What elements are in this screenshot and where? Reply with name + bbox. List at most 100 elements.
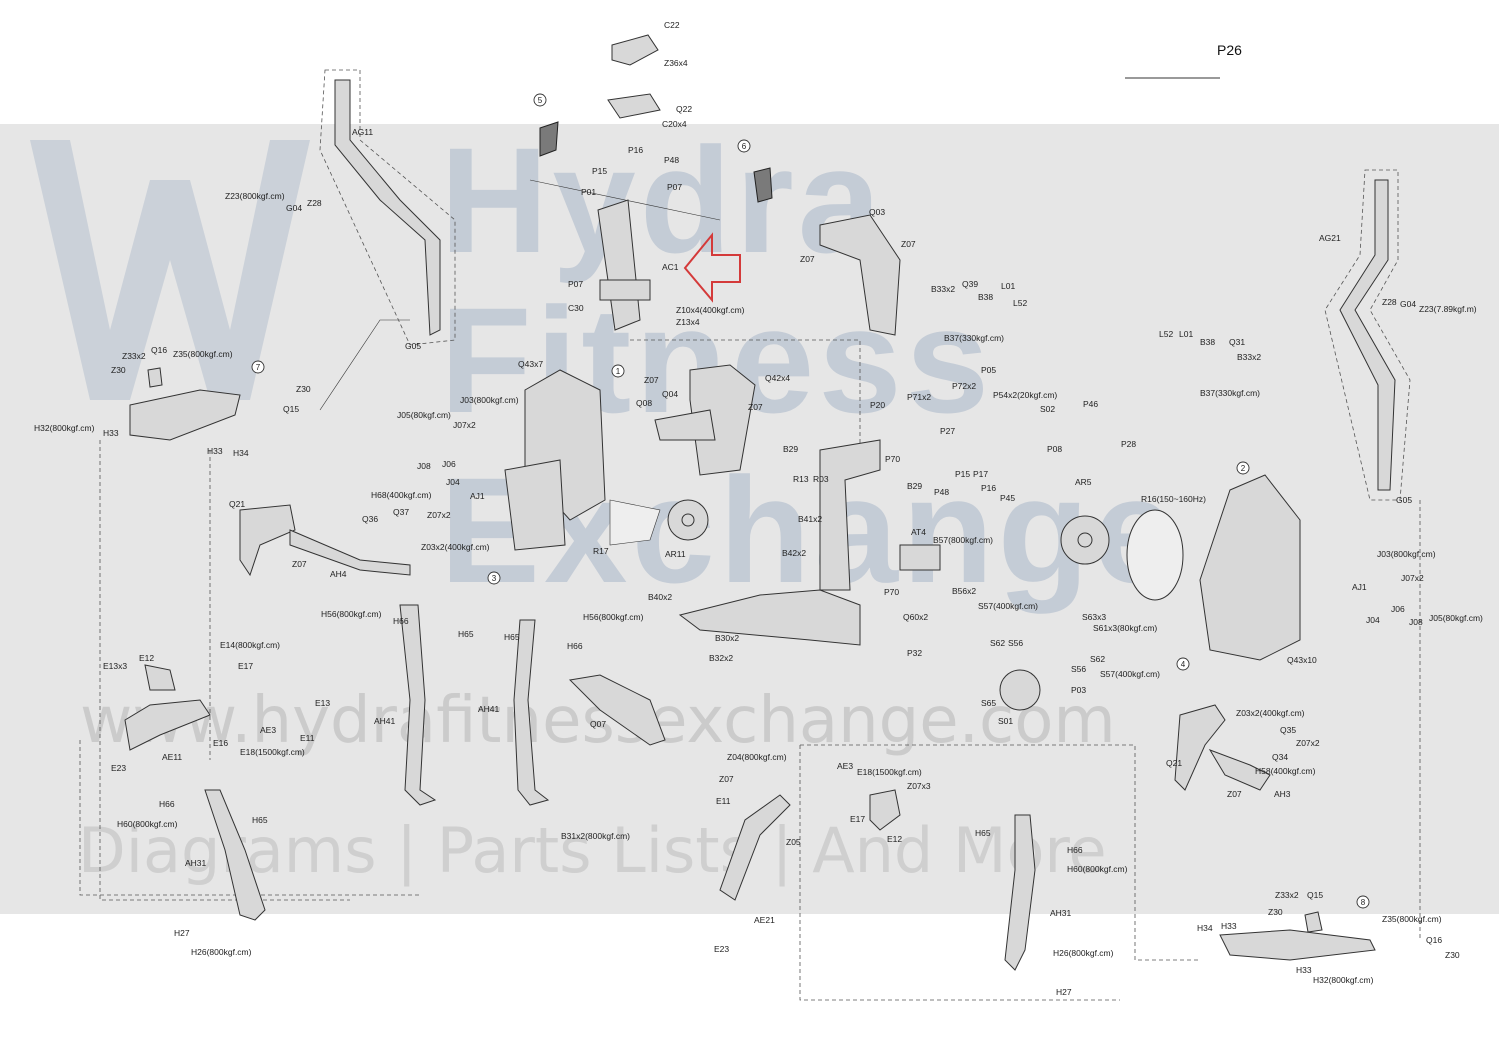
part-label-b33x2a: B33x2 <box>931 284 955 294</box>
part-label-b33x2b: B33x2 <box>1237 352 1261 362</box>
part-label-z07e: Z07 <box>292 559 307 569</box>
part-label-s57a: S57(400kgf.cm) <box>978 601 1038 611</box>
part-label-h66c: H66 <box>159 799 175 809</box>
flywheel-right <box>999 509 1184 711</box>
part-label-z33x2a: Z33x2 <box>122 351 146 361</box>
part-label-b30x2: B30x2 <box>715 633 739 643</box>
part-label-c20x4: C20x4 <box>662 119 687 129</box>
part-label-p05: P05 <box>981 365 996 375</box>
part-label-z30b: Z30 <box>296 384 311 394</box>
part-label-h65a: H65 <box>458 629 474 639</box>
part-label-p48: P48 <box>664 155 679 165</box>
part-label-p72x2: P72x2 <box>952 381 976 391</box>
part-label-b29a: B29 <box>783 444 798 454</box>
part-label-z13x4: Z13x4 <box>676 317 700 327</box>
callout-3: 3 <box>492 574 497 583</box>
handlebar-right <box>1324 169 1411 501</box>
part-label-aj1b: AJ1 <box>1352 582 1367 592</box>
part-label-g04r: G04 <box>1400 299 1416 309</box>
pedal-arm-left <box>124 664 266 921</box>
part-label-s57b: S57(400kgf.cm) <box>1100 669 1160 679</box>
main-frame <box>678 439 941 646</box>
part-label-e17b: E17 <box>850 814 865 824</box>
red-arrow-indicator <box>683 232 741 303</box>
part-label-g05r: G05 <box>1396 495 1412 505</box>
part-label-b38b: B38 <box>1200 337 1215 347</box>
part-label-q35: Q35 <box>1280 725 1296 735</box>
arm-left <box>239 504 411 577</box>
part-label-z35a: Z35(800kgf.cm) <box>173 349 233 359</box>
part-label-p07b: P07 <box>568 279 583 289</box>
part-label-e13x3: E13x3 <box>103 661 127 671</box>
part-label-h33d: H33 <box>1296 965 1312 975</box>
part-label-z23r: Z23(7.89kgf.m) <box>1419 304 1477 314</box>
part-label-j03a: J03(800kgf.cm) <box>460 395 519 405</box>
part-label-h33c: H33 <box>1221 921 1237 931</box>
part-label-z30c: Z30 <box>1268 907 1283 917</box>
part-label-s01: S01 <box>998 716 1013 726</box>
part-label-b29b: B29 <box>907 481 922 491</box>
part-label-s63x3: S63x3 <box>1082 612 1106 622</box>
part-label-h66a: H66 <box>393 616 409 626</box>
shroud-left <box>504 369 606 551</box>
part-label-j05b: J05(80kgf.cm) <box>1429 613 1483 623</box>
part-label-h32a: H32(800kgf.cm) <box>34 423 95 433</box>
part-label-b38a: B38 <box>978 292 993 302</box>
part-label-g04l: G04 <box>286 203 302 213</box>
callout-8: 8 <box>1361 898 1366 907</box>
part-label-e23b: E23 <box>714 944 729 954</box>
part-label-p46: P46 <box>1083 399 1098 409</box>
pedal-right <box>1219 911 1376 961</box>
part-label-s62b: S62 <box>1090 654 1105 664</box>
part-label-j07x2b: J07x2 <box>1401 573 1424 583</box>
flywheel-left <box>609 499 709 546</box>
part-label-q39: Q39 <box>962 279 978 289</box>
part-label-ae3b: AE3 <box>837 761 853 771</box>
part-label-q16b: Q16 <box>1426 935 1442 945</box>
part-label-b42x2: B42x2 <box>782 548 806 558</box>
part-label-h60b: H60(800kgf.cm) <box>1067 864 1128 874</box>
part-label-ah41a: AH41 <box>374 716 396 726</box>
part-label-r03: R03 <box>813 474 829 484</box>
part-label-p01: P01 <box>581 187 596 197</box>
part-label-h33a: H33 <box>103 428 119 438</box>
part-label-l01a: L01 <box>1001 281 1015 291</box>
part-label-q15b: Q15 <box>1307 890 1323 900</box>
part-label-q08: Q08 <box>636 398 652 408</box>
part-label-p03: P03 <box>1071 685 1086 695</box>
part-label-h26a: H26(800kgf.cm) <box>191 947 252 957</box>
part-label-j06b: J06 <box>1391 604 1405 614</box>
part-label-aj1a: AJ1 <box>470 491 485 501</box>
part-label-p27: P27 <box>940 426 955 436</box>
boundary-lines <box>79 179 1421 1001</box>
part-label-q31: Q31 <box>1229 337 1245 347</box>
part-label-h27a: H27 <box>174 928 190 938</box>
part-label-q42x4: Q42x4 <box>765 373 790 383</box>
part-label-q43x10: Q43x10 <box>1287 655 1317 665</box>
part-label-ah3: AH3 <box>1274 789 1291 799</box>
part-label-s65: S65 <box>981 698 996 708</box>
part-label-p17: P17 <box>973 469 988 479</box>
part-label-p15: P15 <box>592 166 607 176</box>
part-label-z07f: Z07 <box>1227 789 1242 799</box>
part-label-q03: Q03 <box>869 207 885 217</box>
part-label-z03x2b: Z03x2(400kgf.cm) <box>1236 708 1305 718</box>
part-labels: C22Z36x4Q22C20x4P26P16P48P15P07P01AC1P07… <box>34 20 1483 997</box>
part-label-r13: R13 <box>793 474 809 484</box>
watermark-logo <box>30 140 310 400</box>
part-label-r16: R16(150~160Hz) <box>1141 494 1206 504</box>
part-label-q34: Q34 <box>1272 752 1288 762</box>
front-shroud <box>654 214 901 476</box>
part-label-p20: P20 <box>870 400 885 410</box>
part-label-p16b: P16 <box>981 483 996 493</box>
part-label-z07c: Z07 <box>644 375 659 385</box>
part-label-l52a: L52 <box>1013 298 1027 308</box>
part-label-z30d: Z30 <box>1445 950 1460 960</box>
part-label-j08b: J08 <box>1409 617 1423 627</box>
part-label-p32: P32 <box>907 648 922 658</box>
part-label-s61x3: S61x3(80kgf.cm) <box>1093 623 1157 633</box>
part-label-h65c: H65 <box>252 815 268 825</box>
part-label-z04: Z04(800kgf.cm) <box>727 752 787 762</box>
part-label-g05l: G05 <box>405 341 421 351</box>
